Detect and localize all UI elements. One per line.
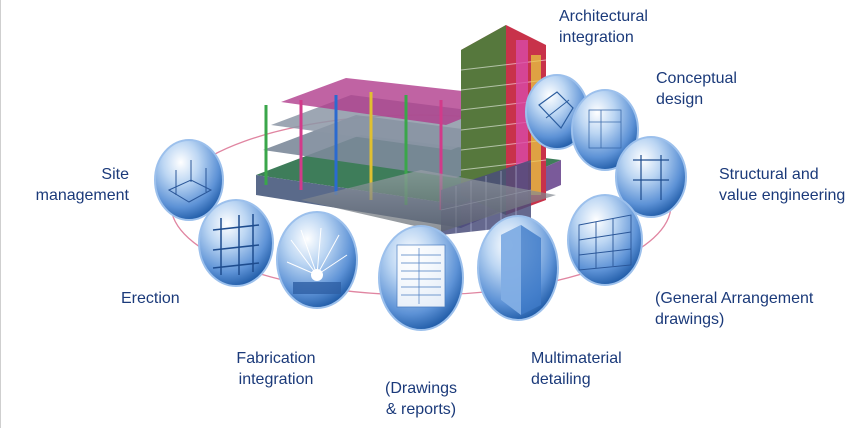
orb-erection (198, 199, 274, 287)
label-general-arrangement-drawings: (General Arrangement drawings) (655, 290, 814, 328)
orb-structural (615, 136, 687, 218)
orb-drawings-reports (378, 225, 464, 331)
orb-general-arrangement (567, 194, 643, 286)
label-architectural-integration: Architectural integration (559, 8, 648, 46)
label-conceptual-design: Conceptual design (656, 70, 737, 108)
label-fabrication-integration: Fabrication integration (236, 350, 316, 388)
orb-site-management (154, 139, 224, 221)
label-drawings-reports: (Drawings & reports) (384, 380, 457, 418)
label-site-management: Site management (35, 166, 129, 204)
orb-conceptual (571, 89, 639, 171)
label-erection: Erection (121, 290, 180, 307)
building-model-image (256, 25, 561, 235)
label-multimaterial-detailing: Multimaterial detailing (531, 350, 622, 388)
orb-fabrication (276, 211, 358, 309)
label-structural-value-engineering: Structural and value engineering (719, 166, 846, 204)
orb-multimaterial (477, 215, 559, 321)
